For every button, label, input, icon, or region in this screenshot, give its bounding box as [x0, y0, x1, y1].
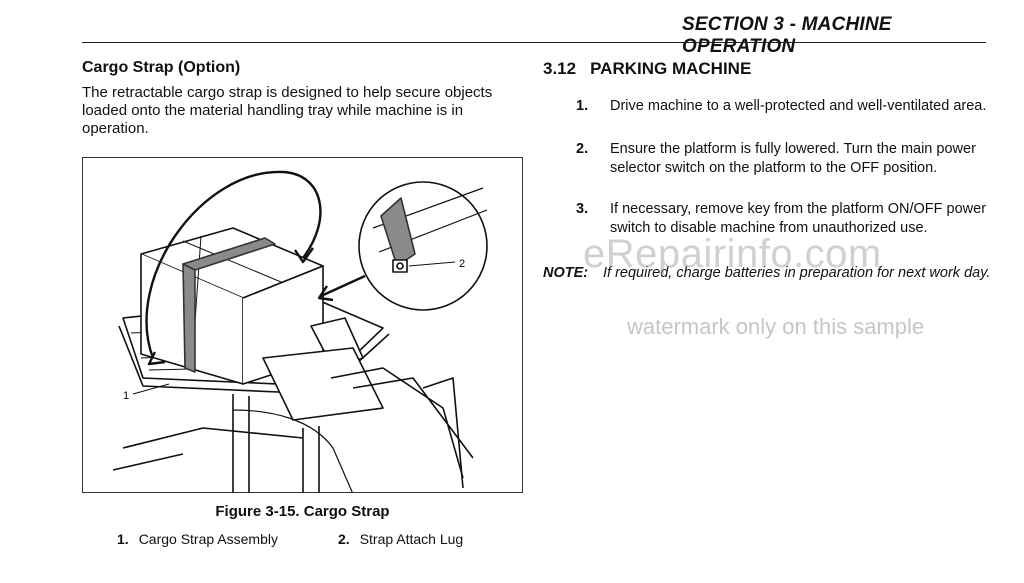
legend-item-1: 1. Cargo Strap Assembly — [117, 531, 278, 547]
legend-num: 2. — [338, 531, 350, 547]
list-item: 2. Ensure the platform is fully lowered.… — [576, 140, 991, 178]
watermark-site: eRepairinfo.com — [583, 232, 882, 276]
cargo-strap-figure: 1 2 — [82, 157, 523, 493]
section-header: SECTION 3 - MACHINE OPERATION — [682, 14, 892, 57]
figure-caption: Figure 3-15. Cargo Strap — [215, 503, 390, 520]
cargo-strap-illustration: 1 2 — [112, 170, 488, 492]
cargo-strap-description: The retractable cargo strap is designed … — [82, 84, 493, 137]
watermark-notice: watermark only on this sample — [627, 314, 925, 339]
list-item: 3. If necessary, remove key from the pla… — [576, 200, 991, 238]
step-number: 2. — [576, 141, 589, 157]
step-number: 3. — [576, 201, 589, 217]
callout-1: 1 — [123, 390, 129, 402]
step-text: Ensure the platform is fully lowered. Tu… — [610, 141, 976, 176]
legend-item-2: 2. Strap Attach Lug — [338, 531, 463, 547]
callout-2: 2 — [459, 258, 465, 270]
legend-label: Cargo Strap Assembly — [138, 531, 278, 547]
list-item: 1. Drive machine to a well-protected and… — [576, 97, 991, 116]
note-text: If required, charge batteries in prepara… — [603, 265, 991, 281]
step-text: If necessary, remove key from the platfo… — [610, 201, 987, 236]
note: NOTE: If required, charge batteries in p… — [543, 264, 993, 283]
step-text: Drive machine to a well-protected and we… — [610, 98, 987, 114]
parking-machine-heading: 3.12 PARKING MACHINE — [543, 59, 751, 79]
note-label: NOTE: — [543, 265, 589, 281]
section-heading: PARKING MACHINE — [590, 59, 752, 78]
legend-num: 1. — [117, 531, 129, 547]
step-number: 1. — [576, 98, 589, 114]
section-number: 3.12 — [543, 59, 577, 78]
legend-label: Strap Attach Lug — [359, 531, 464, 547]
cargo-strap-heading: Cargo Strap (Option) — [82, 59, 241, 76]
header-rule — [82, 42, 986, 43]
